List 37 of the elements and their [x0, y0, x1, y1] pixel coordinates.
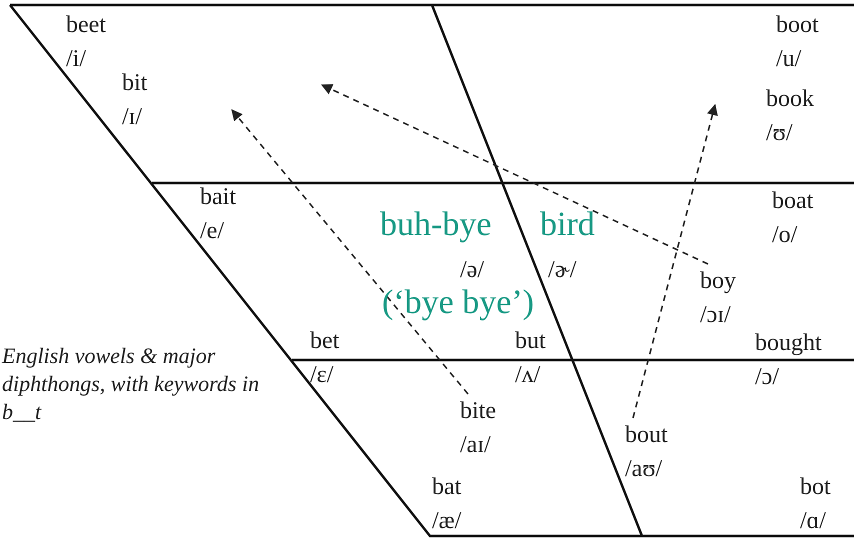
keyword: buh-bye	[380, 205, 492, 245]
phonetic-symbol: /u/	[776, 45, 802, 74]
phonetic-symbol: /o/	[772, 221, 798, 250]
phonetic-symbol: /ʊ/	[766, 119, 794, 148]
phonetic-symbol: /ɔ/	[755, 363, 780, 392]
dashed-arrow	[320, 84, 708, 265]
dashed-arrow	[632, 104, 718, 418]
keyword: boot	[776, 11, 819, 40]
keyword: bit	[122, 69, 148, 98]
phonetic-symbol: /i/	[66, 45, 88, 74]
keyword: bet	[310, 327, 340, 356]
phonetic-symbol: /ə/	[460, 256, 484, 285]
dashed-arrow	[231, 109, 469, 395]
phonetic-symbol: /æ/	[432, 507, 462, 536]
phonetic-symbol: /ʌ/	[515, 361, 542, 390]
keyword: beet	[66, 11, 106, 40]
phonetic-symbol: /ɑ/	[800, 507, 827, 536]
phonetic-symbol: /ɛ/	[310, 361, 334, 390]
keyword: bait	[200, 183, 236, 212]
phonetic-symbol: /aɪ/	[460, 431, 492, 460]
phonetic-symbol: /ɚ/	[548, 256, 576, 285]
phonetic-symbol: /ɔɪ/	[700, 301, 732, 330]
keyword: bird	[540, 205, 595, 245]
phonetic-symbol: /e/	[200, 217, 225, 246]
keyword: bout	[625, 421, 668, 450]
keyword: boat	[772, 187, 814, 216]
keyword: book	[766, 85, 814, 114]
keyword: bite	[460, 397, 496, 426]
phonetic-symbol: /aʊ/	[625, 455, 664, 484]
keyword: bought	[755, 329, 822, 358]
keyword: boy	[700, 267, 736, 296]
keyword: but	[515, 327, 546, 356]
phonetic-symbol: /ɪ/	[122, 103, 144, 132]
keyword: bot	[800, 473, 831, 502]
chart-caption: English vowels & major diphthongs, with keywords in b__t	[2, 342, 260, 426]
keyword: bat	[432, 473, 462, 502]
keyword: (‘bye bye’)	[382, 283, 534, 323]
